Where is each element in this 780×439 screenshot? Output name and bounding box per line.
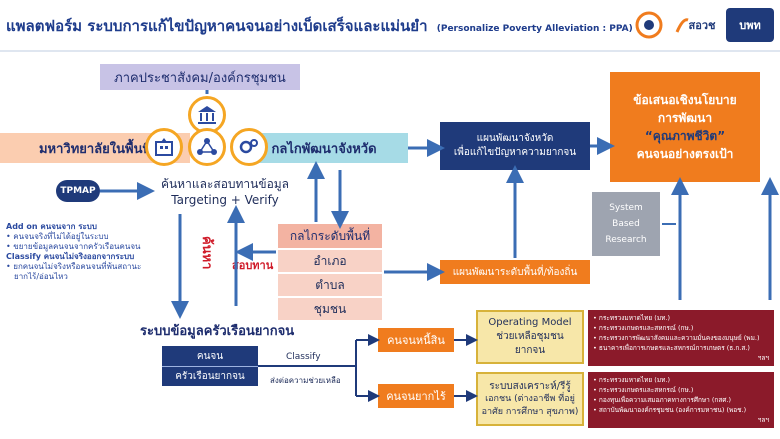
- area-mechanism-title: กลไกระดับพื้นที่: [278, 224, 382, 248]
- logo-swoosh-icon: [675, 18, 689, 33]
- classify-label: Classify: [286, 352, 321, 362]
- gears-icon: [230, 128, 268, 166]
- agency-list-top: • กระทรวงมหาดไทย (มท.) • กระทรวงเกษตรและ…: [588, 310, 774, 366]
- provincial-plan-box: แผนพัฒนาจังหวัด เพื่อแก้ไขปัญหาความยากจน: [440, 122, 590, 170]
- local-plan-box: แผนพัฒนาระดับพื้นที่/ท้องถิ่น: [440, 260, 590, 284]
- area-level-subdistrict: ตำบล: [278, 274, 382, 296]
- civil-society-box: ภาคประชาสังคม/องค์กรชุมชน: [100, 64, 300, 90]
- title-english: (Personalize Poverty Alleviation : PPA): [436, 24, 633, 34]
- forward-help-label: ส่งต่อความช่วยเหลือ: [270, 376, 341, 385]
- agency-logo-1: [632, 8, 666, 42]
- tpmap-logo: TPMAP: [56, 180, 100, 202]
- targeting-label: ค้นหาและสอบทานข้อมูล Targeting + Verify: [160, 177, 290, 207]
- people-box: คนจน ครัวเรือนยากจน: [162, 346, 258, 386]
- search-label: ค้นหา: [199, 236, 214, 270]
- university-icon: [145, 128, 183, 166]
- page-title: แพลตฟอร์ม ระบบการแก้ไขปัญหาคนจนอย่างเบ็ด…: [6, 14, 633, 38]
- area-level-community: ชุมชน: [278, 298, 382, 320]
- agency-logo-2: สอวช: [670, 8, 720, 42]
- agency-logo-3: บพท: [726, 8, 774, 42]
- add-on-notes: Add on คนจนจาก ระบบ • คนจนจริงที่ไม่ได้อ…: [6, 222, 142, 281]
- household-system-label: ระบบข้อมูลครัวเรือนยากจน: [140, 324, 295, 339]
- destitute-poor-box: คนจนยากไร้: [378, 384, 454, 408]
- provincial-mechanism-box: กลไกพัฒนาจังหวัด: [240, 133, 408, 163]
- area-level-district: อำเภอ: [278, 250, 382, 272]
- logo-emblem-icon: [635, 11, 663, 39]
- header-bar: แพลตฟอร์ม ระบบการแก้ไขปัญหาคนจนอย่างเบ็ด…: [0, 0, 780, 52]
- network-icon: [188, 128, 226, 166]
- verify-label: สอบทาน: [232, 259, 274, 272]
- title-thai: แพลตฟอร์ม ระบบการแก้ไขปัญหาคนจนอย่างเบ็ด…: [6, 17, 428, 35]
- system-research-box: System Based Research: [592, 192, 660, 256]
- policy-proposal-box: ข้อเสนอเชิงนโยบาย การพัฒนา “คุณภาพชีวิต”…: [610, 72, 760, 182]
- agency-list-bottom: • กระทรวงมหาดไทย (มท.) • กระทรวงเกษตรและ…: [588, 372, 774, 428]
- welfare-box: ระบบสงเคราะห์/รีรู้ เอกชน (ต่างอาชีพ ที่…: [476, 372, 584, 426]
- debt-poor-box: คนจนหนี้สิน: [378, 328, 454, 352]
- area-mechanism-stack: กลไกระดับพื้นที่ อำเภอ ตำบล ชุมชน: [278, 224, 382, 320]
